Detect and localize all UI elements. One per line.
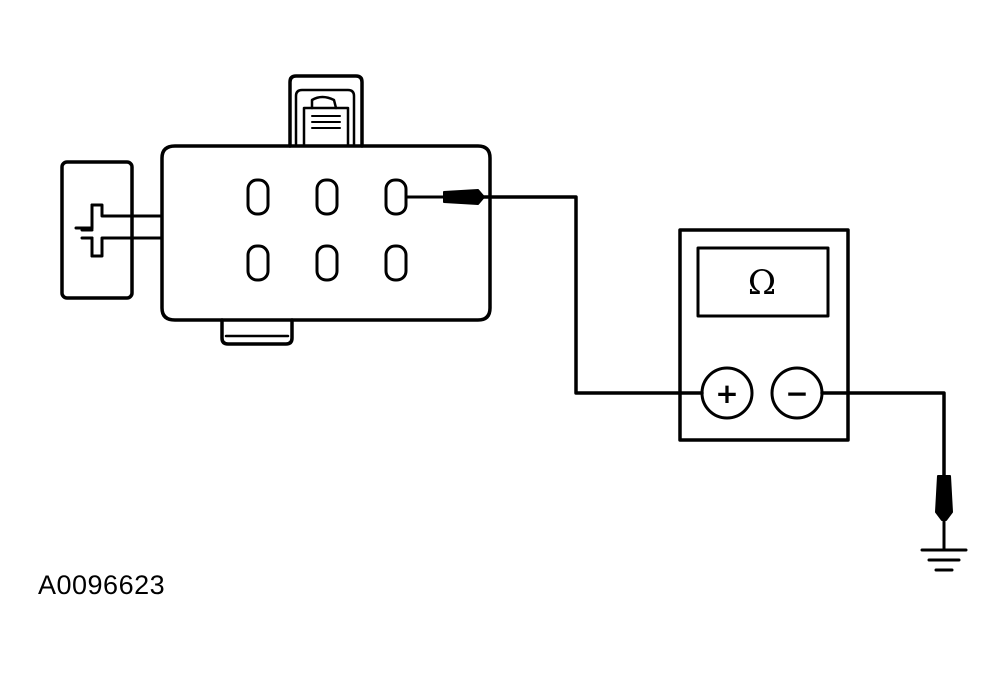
connector-body	[160, 144, 492, 322]
positive-terminal-label: +	[715, 377, 738, 410]
connector-pins	[246, 178, 408, 282]
pin-cavity-probed	[384, 178, 408, 216]
side-plug	[60, 160, 162, 300]
connector-bottom-tab	[220, 318, 294, 346]
pin-cavity	[315, 244, 339, 282]
meter-display	[696, 246, 830, 318]
pin-cavity	[315, 178, 339, 216]
pin-cavity	[384, 244, 408, 282]
multimeter	[678, 228, 850, 442]
negative-terminal-label: −	[785, 377, 808, 410]
negative-test-lead	[820, 391, 953, 552]
ohm-symbol: Ω	[748, 263, 776, 303]
connector-top-latch	[288, 74, 364, 148]
pin-cavity	[246, 178, 270, 216]
pin-cavity	[246, 244, 270, 282]
ground-icon	[920, 548, 968, 572]
positive-test-lead	[404, 189, 704, 395]
figure-id-label: A0096623	[38, 570, 166, 600]
positive-terminal	[700, 366, 754, 420]
